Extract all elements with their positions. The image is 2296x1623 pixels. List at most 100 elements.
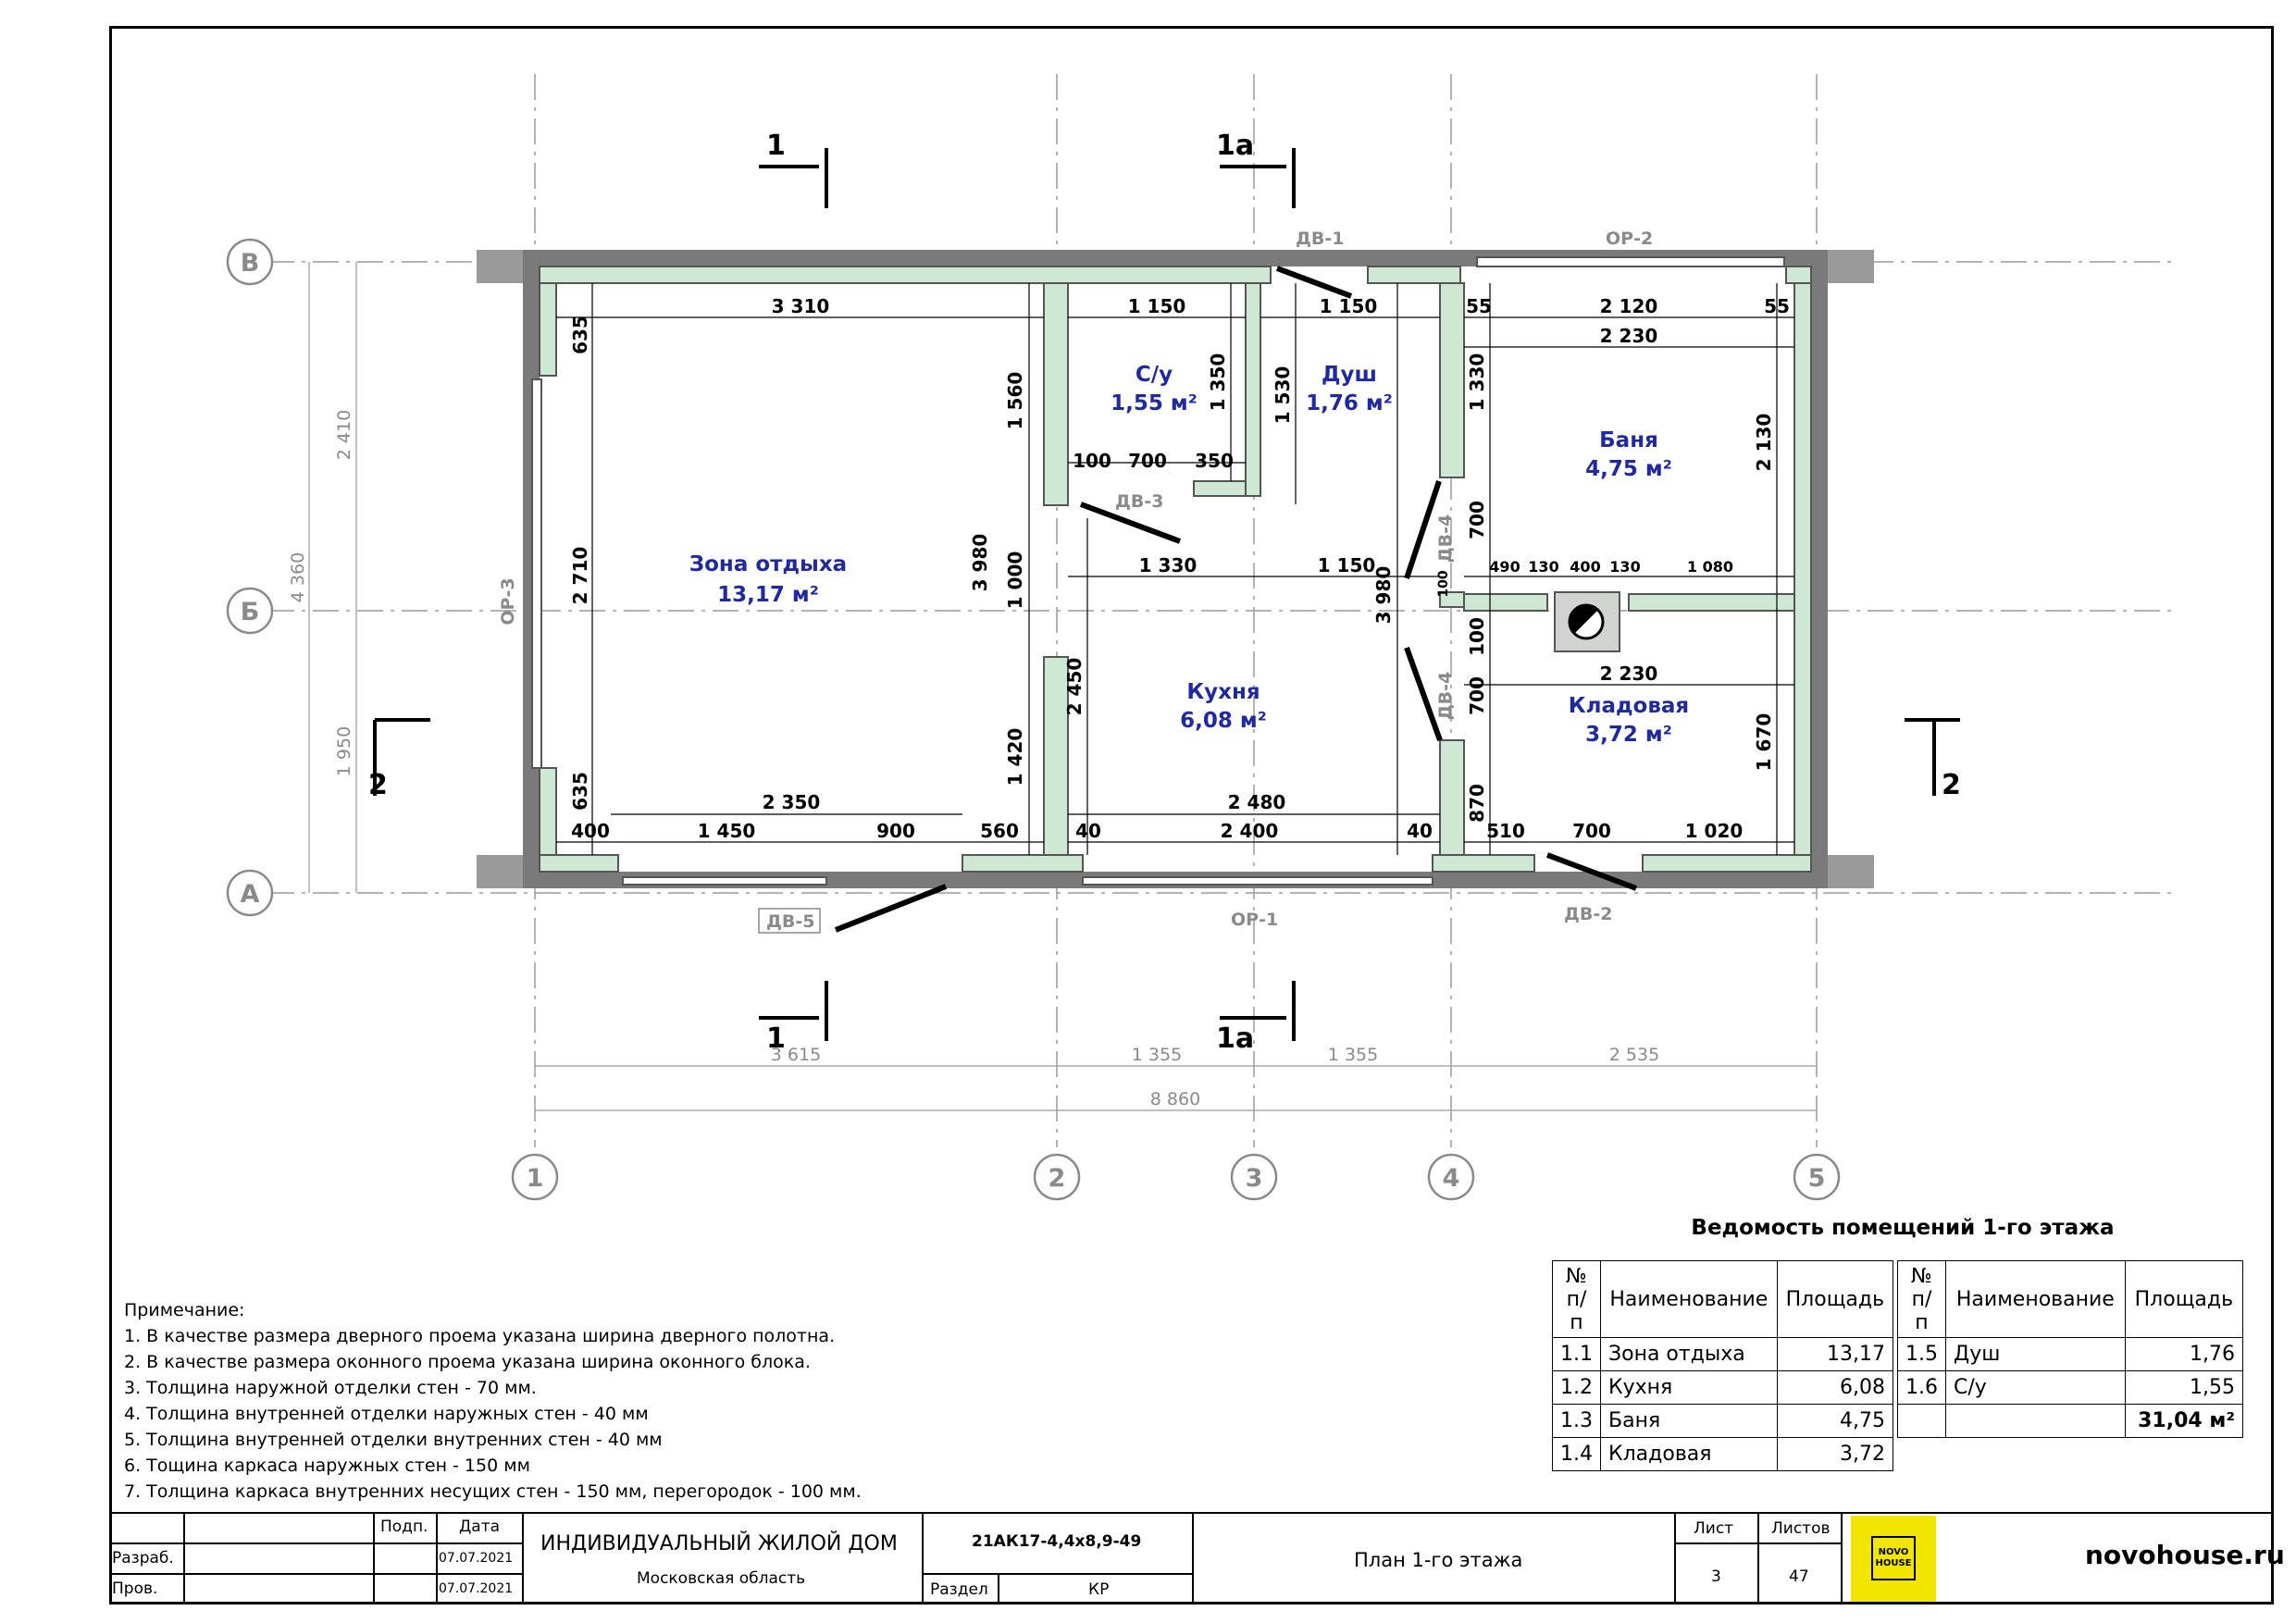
dimension-lines (556, 283, 1794, 855)
dim-text: 2 535 (1609, 1045, 1659, 1065)
note-item: 1. В качестве размера дверного проема ук… (124, 1326, 836, 1346)
schedule-cell: Душ (1945, 1337, 2126, 1371)
dim-text: 1 020 (1685, 820, 1744, 842)
section-label: 2 (1942, 769, 1961, 801)
tb-project: ИНДИВИДУАЛЬНЫЙ ЖИЛОЙ ДОМ (540, 1532, 898, 1555)
section-label: 1 (766, 130, 786, 162)
tb-site: novohouse.ru (2085, 1540, 2285, 1570)
schedule-cell: 1.5 (1897, 1337, 1946, 1371)
dim-text: 510 (1486, 820, 1525, 842)
dim-text: 3 615 (771, 1045, 821, 1065)
table-row: 1.6 С/у 1,55 (1897, 1370, 2244, 1405)
room-area: 1,76 м² (1306, 391, 1393, 415)
dim-text: 2 350 (763, 791, 821, 813)
schedule-header: Наименование (1600, 1260, 1778, 1338)
room-name: Кладовая (1569, 694, 1689, 718)
dim-text: 900 (876, 820, 915, 842)
section-label: 1 (766, 1022, 786, 1055)
schedule-title: Ведомость помещений 1-го этажа (1691, 1216, 2115, 1240)
schedule-cell: 1,55 (2124, 1370, 2244, 1405)
tb-podp-label: Подп. (380, 1518, 428, 1536)
grid-axis-label: 3 (1246, 1164, 1263, 1193)
room-name: Душ (1322, 363, 1377, 387)
dim-text: 1 150 (1318, 554, 1376, 576)
dim-text: 2 480 (1228, 791, 1286, 813)
section-label: 1а (1216, 130, 1254, 162)
dim-text: 100 (1466, 617, 1488, 656)
room-area: 6,08 м² (1180, 709, 1267, 733)
dim-text: 2 410 (334, 410, 354, 460)
note-item: 6. Тощина каркаса наружных стен - 150 мм (124, 1456, 530, 1476)
schedule-header: Наименование (1945, 1260, 2126, 1338)
dim-text: 1 670 (1753, 713, 1775, 772)
dim-text: 2 710 (569, 547, 591, 605)
table-row: 1.2 Кухня 6,08 (1552, 1370, 1894, 1405)
dim-text: 4 360 (288, 552, 308, 602)
room-name: Кухня (1186, 680, 1260, 704)
room-name: С/у (1136, 363, 1173, 387)
tb-razrab-label: Разраб. (112, 1549, 174, 1567)
tb-code: 21АК17-4,4х8,9-49 (972, 1532, 1142, 1551)
title-block: Подп. Дата Разраб. Пров. 07.07.2021 07.0… (109, 1512, 2285, 1604)
tb-date1: 07.07.2021 (439, 1551, 514, 1566)
dim-text: 55 (1466, 295, 1492, 317)
dim-text: 2 120 (1600, 295, 1658, 317)
tb-razdel: КР (1088, 1580, 1110, 1599)
schedule-total: 31,04 м² (2124, 1404, 2244, 1438)
tb-sheet-title: План 1-го этажа (1354, 1549, 1523, 1571)
dim-text: 1 330 (1139, 554, 1198, 576)
section-markers (373, 148, 1960, 1041)
dim-text: 130 (1609, 558, 1640, 576)
dim-text: 490 (1489, 558, 1520, 576)
logo-mark: NOVO HOUSE (1871, 1536, 1916, 1580)
table-row: 1.4 Кладовая 3,72 (1552, 1437, 1894, 1471)
note-item: 2. В качестве размера оконного проема ук… (124, 1352, 811, 1372)
dim-text: 40 (1407, 820, 1433, 842)
schedule-header: № п/п (1552, 1260, 1601, 1338)
schedule-header: Площадь (2124, 1260, 2244, 1338)
dim-text: 100 (1073, 450, 1111, 472)
outer-dimension-lines (308, 262, 1817, 1111)
schedule-cell: Кладовая (1600, 1437, 1778, 1471)
dim-text: 1 150 (1128, 295, 1186, 317)
schedule-cell: 13,17 (1776, 1337, 1894, 1371)
table-row: 1.3 Баня 4,75 (1552, 1404, 1894, 1438)
notes-title: Примечание: (124, 1300, 245, 1320)
notes: Примечание: 1. В качестве размера дверно… (124, 1297, 957, 1505)
schedule-table-left: № п/п Наименование Площадь 1.1 Зона отды… (1552, 1260, 1894, 1471)
dim-text: 3 980 (1372, 566, 1395, 625)
grid-axis-label: 1 (527, 1164, 544, 1193)
novohouse-logo: NOVO HOUSE (1851, 1516, 1936, 1602)
opening-label: ДВ-3 (1115, 491, 1164, 512)
room-area: 13,17 м² (717, 583, 819, 607)
dim-text: 1 350 (1207, 353, 1229, 412)
schedule-cell: Зона отдыха (1600, 1337, 1778, 1371)
room-area: 3,72 м² (1585, 723, 1672, 747)
note-item: 4. Толщина внутренней отделки наружных с… (124, 1404, 649, 1424)
dim-text: 130 (1528, 558, 1558, 576)
dim-text: 1 150 (1320, 295, 1378, 317)
opening-label: ДВ-4 (1435, 672, 1456, 721)
room-area: 1,55 м² (1111, 391, 1198, 415)
windows (531, 256, 1785, 886)
table-row: 31,04 м² (1897, 1404, 2244, 1438)
opening-label: ДВ-1 (1296, 229, 1345, 249)
section-label: 1а (1216, 1022, 1254, 1055)
dim-text: 560 (980, 820, 1019, 842)
grid-axis-label: А (241, 880, 260, 909)
room-name: Баня (1599, 428, 1658, 452)
tb-prov-label: Пров. (112, 1580, 158, 1598)
schedule-header: Площадь (1776, 1260, 1894, 1338)
tb-date-label: Дата (459, 1518, 501, 1536)
dim-text: 700 (1466, 501, 1488, 539)
schedule-table-right: № п/п Наименование Площадь 1.5 Душ 1,76 … (1897, 1260, 2244, 1438)
dim-text: 1 355 (1132, 1045, 1182, 1065)
tb-listov-label: Листов (1771, 1519, 1831, 1538)
wall-finish (539, 266, 1812, 873)
tb-list: 3 (1711, 1567, 1721, 1586)
dim-text: 1 330 (1466, 353, 1488, 412)
dim-text: 2 450 (1063, 658, 1086, 716)
schedule-cell: 1.4 (1552, 1437, 1601, 1471)
dim-text: 1 080 (1687, 558, 1733, 576)
